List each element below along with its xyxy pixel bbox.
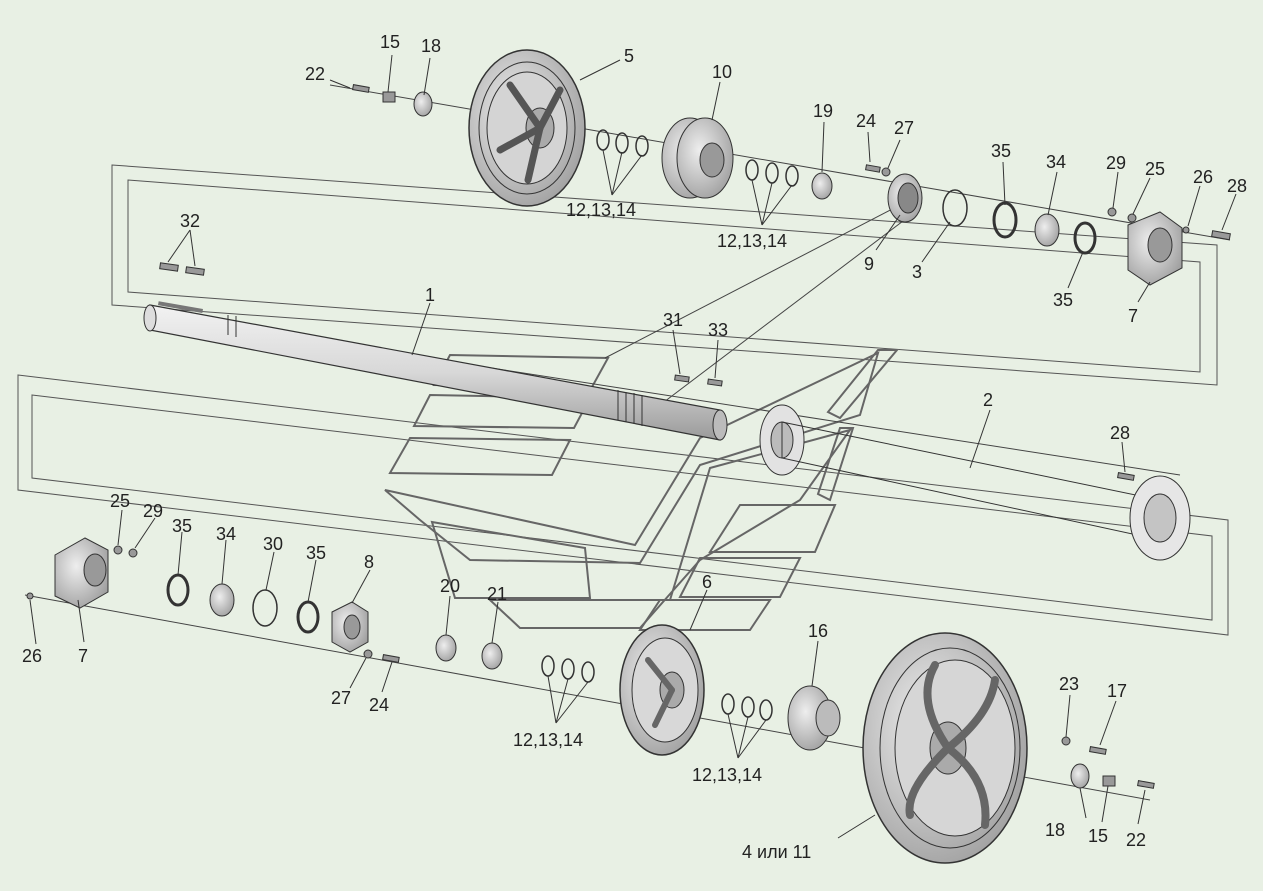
callout-2: 2 xyxy=(983,390,993,410)
callout-19: 19 xyxy=(813,101,833,121)
callout-18: 18 xyxy=(421,36,441,56)
callout-21: 21 xyxy=(487,584,507,604)
callout-1: 1 xyxy=(425,285,435,305)
callout-3: 3 xyxy=(912,262,922,282)
callout-24: 24 xyxy=(856,111,876,131)
cup-9 xyxy=(887,173,923,223)
callout-29: 29 xyxy=(1106,153,1126,173)
pulley-5 xyxy=(468,49,586,207)
callout-35-b: 35 xyxy=(1053,290,1073,310)
pulley-6 xyxy=(619,624,705,756)
callout-18-b: 18 xyxy=(1045,820,1065,840)
callout-23: 23 xyxy=(1059,674,1079,694)
callout-12-13-14-c: 12,13,14 xyxy=(513,730,583,750)
upper-axis xyxy=(329,84,1231,241)
flange-tube xyxy=(759,404,1191,561)
callout-6: 6 xyxy=(702,572,712,592)
callout-8: 8 xyxy=(364,552,374,572)
callout-20: 20 xyxy=(440,576,460,596)
hub-leader-a xyxy=(604,204,901,359)
callout-12-13-14-b: 12,13,14 xyxy=(717,231,787,251)
callout-22-b: 22 xyxy=(1126,830,1146,850)
callout-24-b: 24 xyxy=(369,695,389,715)
callout-15-b: 15 xyxy=(1088,826,1108,846)
callout-15: 15 xyxy=(380,32,400,52)
callout-34-b: 34 xyxy=(216,524,236,544)
callout-29-b: 29 xyxy=(143,501,163,521)
callout-12-13-14-d: 12,13,14 xyxy=(692,765,762,785)
callout-35-d: 35 xyxy=(306,543,326,563)
callout-4-or-11: 4 или 11 xyxy=(742,842,811,862)
callout-27: 27 xyxy=(894,118,914,138)
callout-22: 22 xyxy=(305,64,325,84)
pulley-10 xyxy=(661,117,734,199)
fasteners xyxy=(26,84,1231,789)
callout-7-b: 7 xyxy=(78,646,88,666)
callout-25-b: 25 xyxy=(110,491,130,511)
callout-25: 25 xyxy=(1145,159,1165,179)
callout-35: 35 xyxy=(991,141,1011,161)
callout-34: 34 xyxy=(1046,152,1066,172)
callout-27-b: 27 xyxy=(331,688,351,708)
callout-28: 28 xyxy=(1227,176,1247,196)
hub-leader-b xyxy=(659,211,916,406)
callout-28-b: 28 xyxy=(1110,423,1130,443)
housing-7-upper xyxy=(1127,211,1183,286)
leader-lines xyxy=(29,54,1237,839)
housing-7-lower xyxy=(54,537,109,609)
wheel-4-11 xyxy=(862,632,1028,864)
callout-26-b: 26 xyxy=(22,646,42,666)
callout-9: 9 xyxy=(864,254,874,274)
shaft xyxy=(143,301,728,441)
bearings-bushings xyxy=(209,91,1090,789)
hub-16 xyxy=(787,685,841,751)
callout-30: 30 xyxy=(263,534,283,554)
housing-8 xyxy=(331,601,369,653)
watermark-logo xyxy=(384,349,900,631)
callout-17: 17 xyxy=(1107,681,1127,701)
callout-7: 7 xyxy=(1128,306,1138,326)
callout-32: 32 xyxy=(180,211,200,231)
callout-12-13-14-a: 12,13,14 xyxy=(566,200,636,220)
callout-26: 26 xyxy=(1193,167,1213,187)
callouts: 22 15 18 5 10 12,13,14 12,13,14 19 24 27… xyxy=(22,32,1247,862)
callout-5: 5 xyxy=(624,46,634,66)
callout-31: 31 xyxy=(663,310,683,330)
callout-35-c: 35 xyxy=(172,516,192,536)
callout-10: 10 xyxy=(712,62,732,82)
callout-33: 33 xyxy=(708,320,728,340)
upper-assembly-frame xyxy=(111,164,1218,386)
lower-assembly-frame-inner xyxy=(31,394,1213,621)
callout-16: 16 xyxy=(808,621,828,641)
